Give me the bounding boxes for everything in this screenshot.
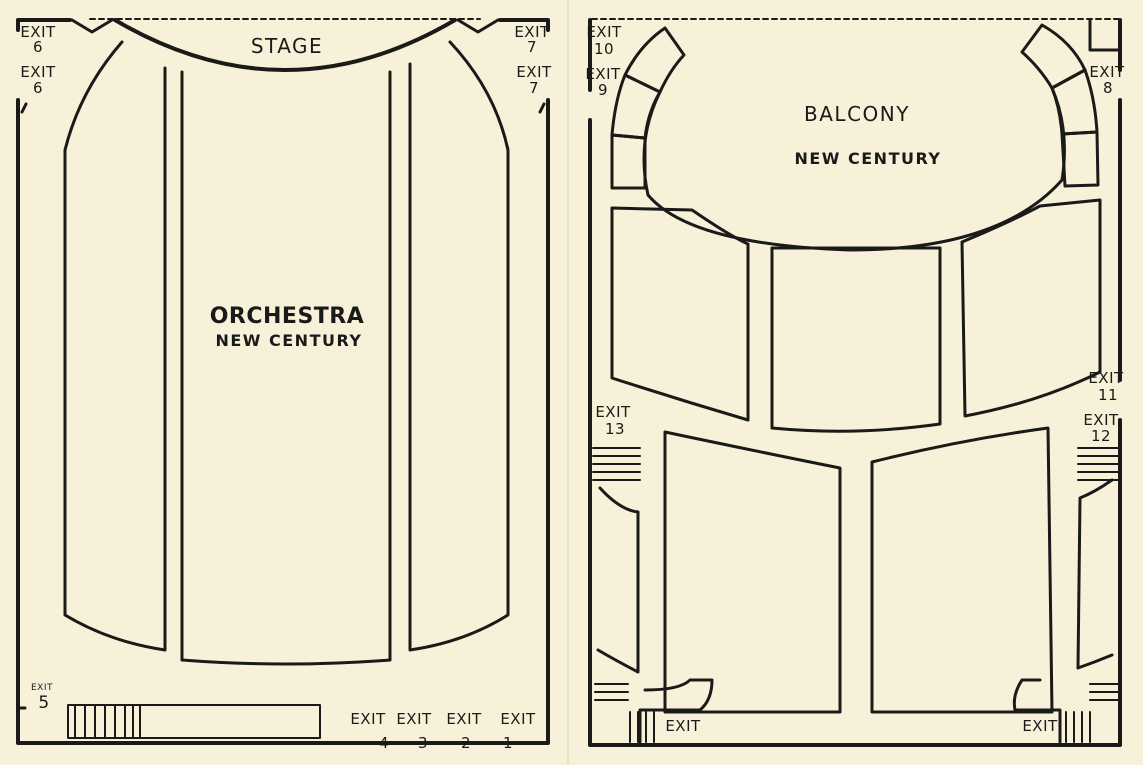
- orchestra-wall-ticks: [20, 102, 546, 114]
- orchestra-outer-wall: [16, 98, 550, 745]
- exit6-upper-num: 6: [33, 38, 43, 56]
- exit10-num: 10: [594, 40, 614, 58]
- balcony-exit-bottom-right: EXIT: [1022, 717, 1058, 735]
- exit3-word: EXIT: [396, 710, 432, 728]
- exit2-word: EXIT: [446, 710, 482, 728]
- balcony-title: BALCONY: [804, 102, 910, 126]
- balcony-left-strip: [596, 486, 640, 674]
- balcony-bottom-right-passage: [1012, 678, 1062, 744]
- balcony-left-boxes: [610, 26, 686, 190]
- bottom-exit-ticks: [16, 706, 530, 745]
- balcony-upper-right-section: [960, 198, 1102, 418]
- exit6-lower-word: EXIT: [20, 63, 56, 81]
- exit11-word: EXIT: [1088, 369, 1124, 387]
- exit13-word: EXIT: [595, 403, 631, 421]
- stage-corner-right: [456, 18, 500, 34]
- stage-edge: [113, 18, 457, 72]
- orchestra-center-section: [180, 70, 392, 666]
- exit9-word: EXIT: [585, 65, 621, 83]
- exit3-num: 3: [418, 734, 428, 752]
- balcony-exit-bottom-left: EXIT: [665, 717, 701, 735]
- balcony-front: [642, 86, 1066, 252]
- exit12-word: EXIT: [1083, 411, 1119, 429]
- exit8-word: EXIT: [1089, 63, 1125, 81]
- orchestra-top-wall: [16, 18, 550, 32]
- stage-label: STAGE: [251, 34, 323, 58]
- balcony-bottom-left-passage: [638, 678, 714, 744]
- exit4-num: 4: [379, 734, 389, 752]
- orchestra-subtitle: NEW CENTURY: [215, 331, 362, 350]
- balcony-right-stairs: [1077, 447, 1119, 481]
- balcony-bottom-left-stairs: [594, 683, 655, 743]
- orchestra-title: ORCHESTRA: [210, 304, 365, 329]
- balcony-lower-left-section: [663, 430, 842, 714]
- orchestra-right-section: [408, 40, 510, 652]
- exit7-upper-word: EXIT: [514, 23, 550, 41]
- orchestra-left-section: [63, 40, 167, 652]
- balcony-right-strip: [1076, 478, 1114, 670]
- exit12-num: 12: [1091, 427, 1111, 445]
- exit7-lower-num: 7: [529, 79, 539, 97]
- exit13-num: 13: [605, 420, 625, 438]
- bottom-exits: EXIT EXIT EXIT EXIT 4 3 2 1: [350, 710, 536, 752]
- balcony-bottom-right-stairs: [1065, 683, 1119, 743]
- balcony-subtitle: NEW CENTURY: [794, 149, 941, 168]
- exit6-upper-word: EXIT: [20, 23, 56, 41]
- balcony-plan: BALCONY NEW CENTURY EXIT 10 EXIT 9 EXIT …: [585, 18, 1125, 747]
- balcony-lower-right-section: [870, 426, 1054, 714]
- balcony-left-stairs: [592, 447, 641, 481]
- exit4-word: EXIT: [350, 710, 386, 728]
- exit6-lower-num: 6: [33, 79, 43, 97]
- exit7-lower-word: EXIT: [516, 63, 552, 81]
- exit1-word: EXIT: [500, 710, 536, 728]
- balcony-upper-center-section: [770, 246, 942, 433]
- exit5-stairs: [74, 704, 141, 739]
- exit5-num: 5: [38, 693, 49, 713]
- balcony-right-boxes: [1020, 23, 1100, 188]
- exit9-num: 9: [598, 81, 608, 99]
- exit7-upper-num: 7: [527, 38, 537, 56]
- exit11-num: 11: [1098, 386, 1118, 404]
- orchestra-plan: STAGE ORCHESTRA NEW CENTURY EXIT 6 EXIT …: [16, 18, 552, 752]
- stage-corner-left: [70, 18, 114, 34]
- balcony-outer-wall: [588, 18, 1122, 747]
- exit5-word: EXIT: [31, 683, 53, 693]
- exit10-word: EXIT: [586, 23, 622, 41]
- exit5-passage: [67, 704, 321, 739]
- exit2-num: 2: [461, 734, 471, 752]
- balcony-upper-left-section: [610, 206, 750, 422]
- exit8-notch: [1088, 18, 1122, 52]
- exit1-num: 1: [503, 734, 513, 752]
- exit8-num: 8: [1103, 79, 1113, 97]
